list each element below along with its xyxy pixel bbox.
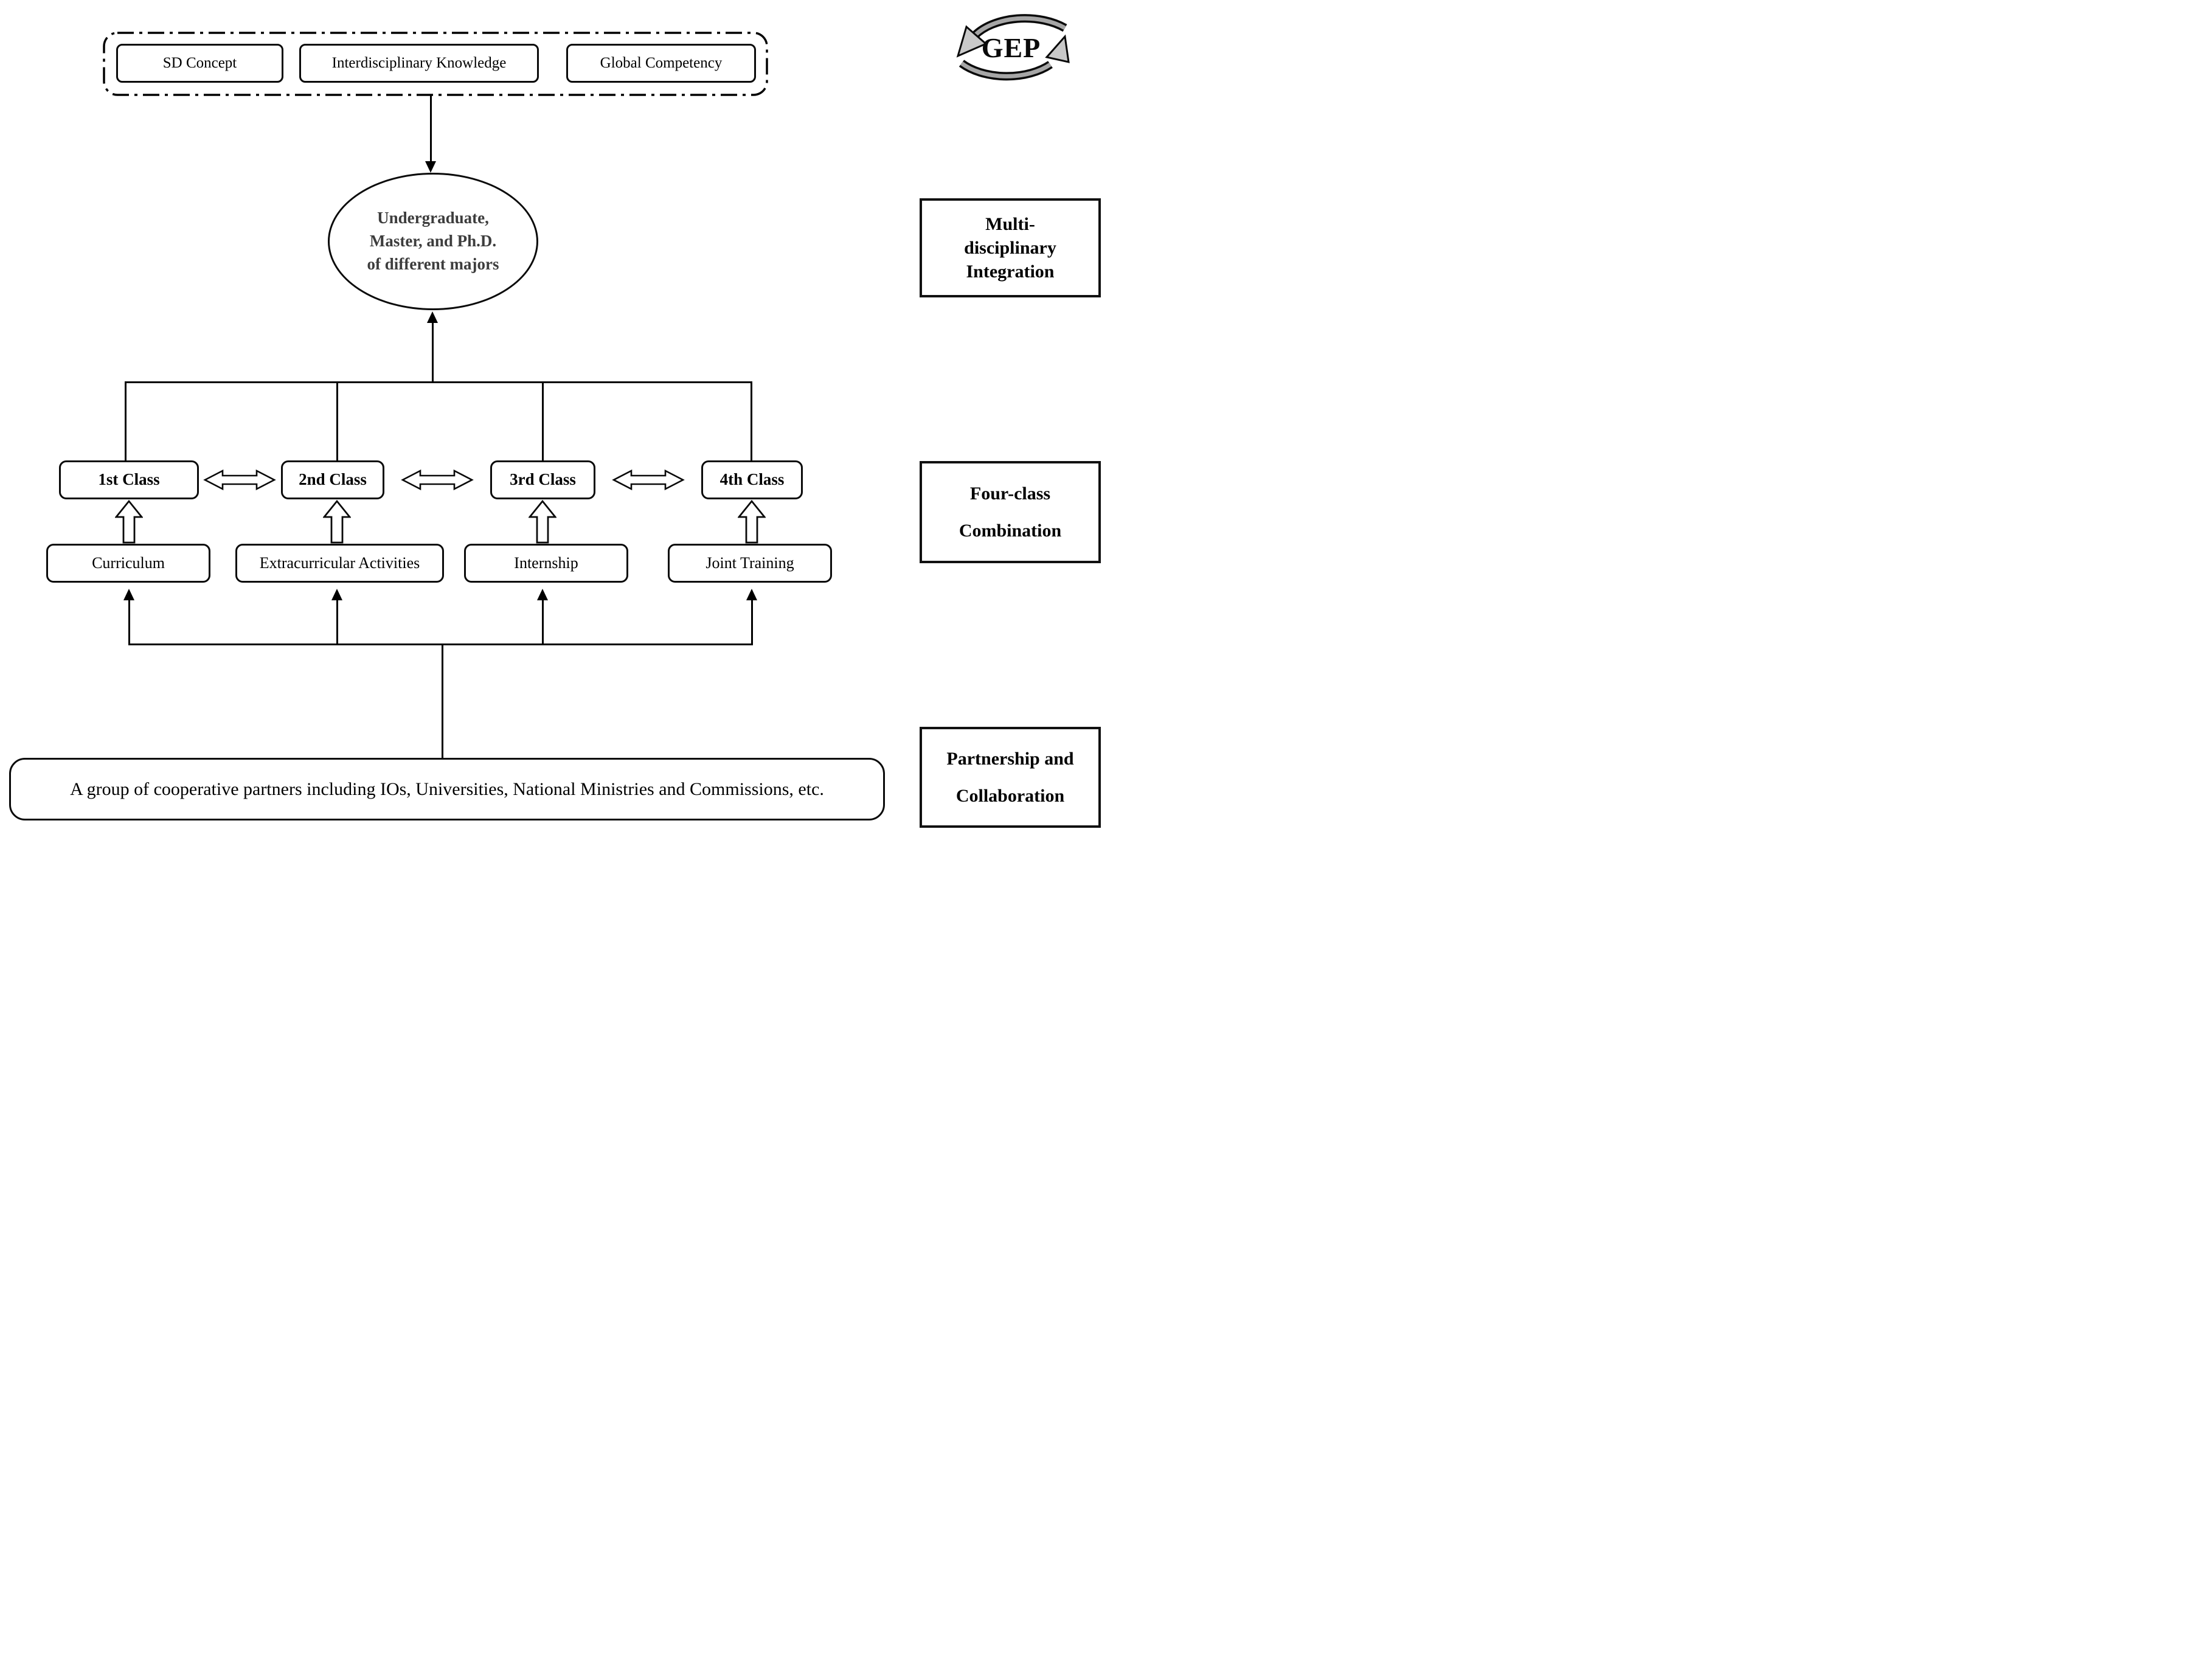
connector-partners-to-curriculum — [128, 599, 130, 645]
ellipse-degrees-node: Undergraduate, Master, and Ph.D. of diff… — [328, 173, 538, 310]
phase-box-partnership-and-collaboration: Partnership and Collaboration — [920, 727, 1101, 828]
phase-label-line: Multi- — [985, 214, 1035, 234]
double-arrow-icon — [612, 469, 685, 491]
phase-label-line: Collaboration — [955, 786, 1065, 806]
partners-text: A group of cooperative partners includin… — [70, 779, 824, 799]
concept-box-global-competency: Global Competency — [566, 44, 756, 83]
activity-box-extracurricular-activities: Extracurricular Activities — [235, 544, 444, 583]
gep-cycle-arrows-icon — [956, 14, 1070, 81]
arrowhead-up-icon — [331, 589, 342, 600]
concept-label: Interdisciplinary Knowledge — [331, 54, 507, 71]
dash-dot-frame — [103, 32, 768, 96]
ellipse-line: Undergraduate, — [377, 209, 489, 227]
activity-box-joint-training: Joint Training — [668, 544, 832, 583]
class-box-4th: 4th Class — [701, 460, 803, 499]
double-arrow-icon — [203, 469, 276, 491]
partner-bus-line — [128, 643, 753, 645]
arrowhead-up-icon — [427, 311, 438, 323]
arrowhead-up-icon — [537, 589, 548, 600]
phase-label-line: Integration — [966, 262, 1055, 282]
connector-partnerbox-to-bus — [442, 643, 443, 759]
gep-logo: GEP — [946, 1, 1077, 94]
block-up-arrow-icon — [323, 500, 351, 544]
phase-box-multidisciplinary-integration: Multi- disciplinary Integration — [920, 198, 1101, 297]
phase-label-line: Four-class — [969, 483, 1051, 504]
class-label: 3rd Class — [510, 470, 576, 489]
class-label: 2nd Class — [299, 470, 367, 489]
ellipse-line: Master, and Ph.D. — [369, 232, 497, 251]
connector-partners-to-extracurricular — [336, 599, 338, 645]
partners-box: A group of cooperative partners includin… — [9, 758, 885, 820]
arrowhead-up-icon — [123, 589, 134, 600]
connector-partners-to-joint-training — [751, 599, 753, 645]
concept-label: Global Competency — [600, 54, 723, 71]
drop-to-4th-class — [751, 381, 752, 461]
ellipse-line: of different majors — [367, 254, 499, 273]
concept-box-interdisciplinary-knowledge: Interdisciplinary Knowledge — [299, 44, 539, 83]
arrowhead-up-icon — [746, 589, 757, 600]
activity-label: Joint Training — [706, 554, 794, 572]
drop-to-2nd-class — [336, 381, 338, 461]
activity-label: Extracurricular Activities — [259, 554, 420, 572]
block-up-arrow-icon — [529, 500, 556, 544]
arrowhead-down-icon — [425, 161, 436, 173]
concept-label: SD Concept — [162, 54, 237, 71]
phase-label-line: disciplinary — [964, 238, 1056, 258]
block-up-arrow-icon — [115, 500, 143, 544]
connector-concepts-to-ellipse — [430, 95, 432, 163]
gep-logo-text: GEP — [981, 32, 1041, 63]
class-box-3rd: 3rd Class — [490, 460, 595, 499]
activity-box-internship: Internship — [464, 544, 628, 583]
class-label: 1st Class — [98, 470, 160, 489]
class-box-2nd: 2nd Class — [281, 460, 384, 499]
drop-to-3rd-class — [542, 381, 544, 461]
connector-partners-to-internship — [542, 599, 544, 645]
gep-program-diagram: SD Concept Interdisciplinary Knowledge G… — [0, 0, 1106, 829]
connector-bus-to-ellipse — [432, 322, 434, 383]
activity-label: Curriculum — [92, 554, 165, 572]
double-arrow-icon — [401, 469, 474, 491]
activity-label: Internship — [514, 554, 578, 572]
class-label: 4th Class — [719, 470, 785, 489]
activity-box-curriculum: Curriculum — [46, 544, 210, 583]
drop-to-1st-class — [125, 381, 127, 461]
concept-box-sd-concept: SD Concept — [116, 44, 283, 83]
phase-label-line: Partnership and — [946, 748, 1074, 769]
block-up-arrow-icon — [738, 500, 766, 544]
class-bus-line — [125, 381, 752, 383]
class-box-1st: 1st Class — [59, 460, 199, 499]
phase-label-line: Combination — [959, 521, 1062, 541]
phase-box-four-class-combination: Four-class Combination — [920, 461, 1101, 563]
